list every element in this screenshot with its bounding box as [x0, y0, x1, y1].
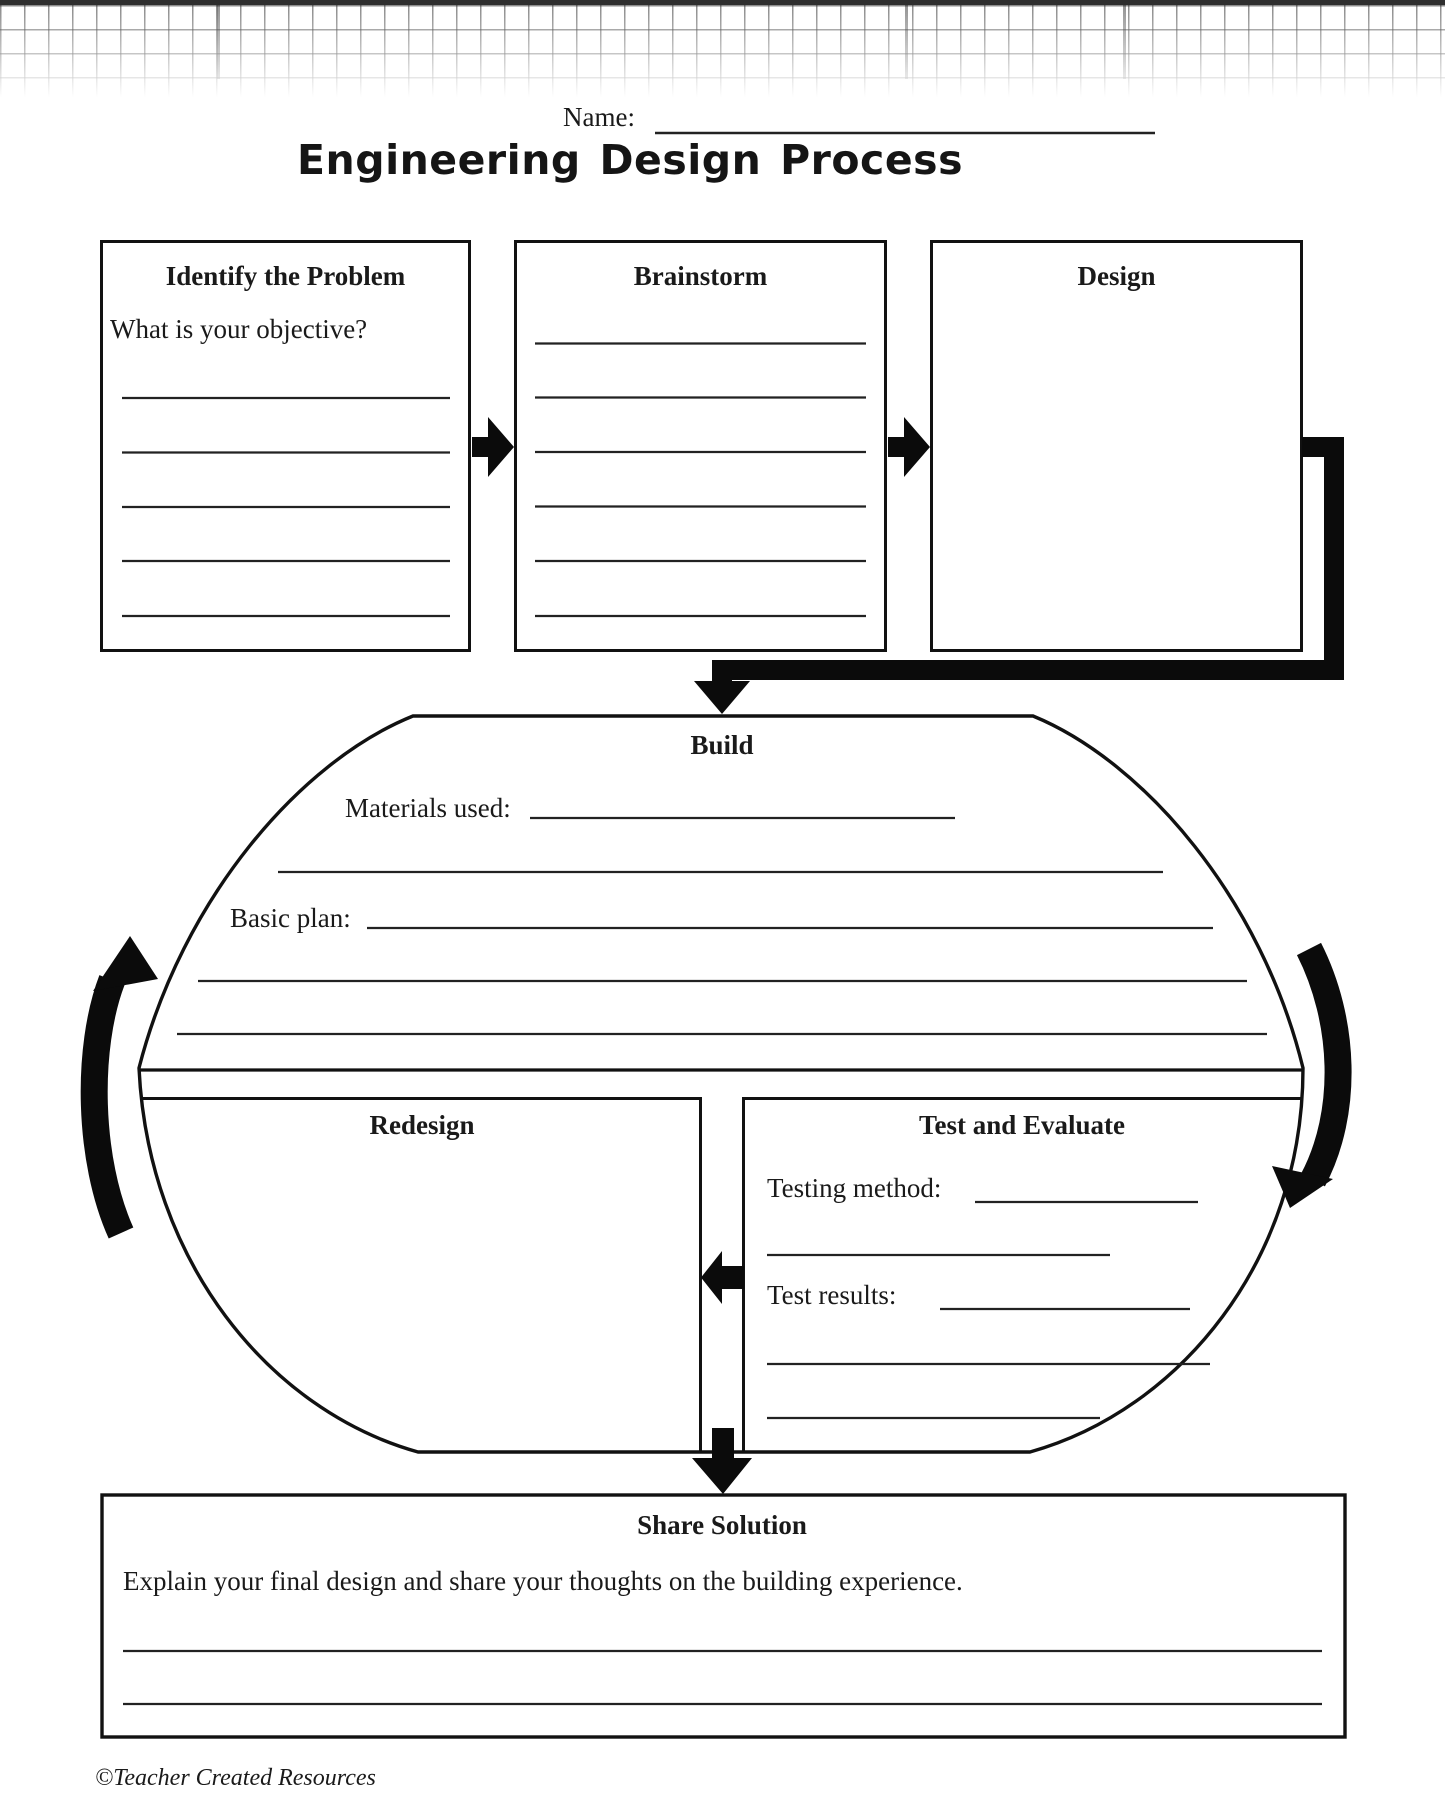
design-box — [930, 240, 1303, 652]
identify-title: Identify the Problem — [165, 261, 406, 291]
share-solution-box — [100, 1493, 1347, 1739]
arrow-left-icon — [701, 1251, 744, 1304]
arrow-right-icon — [888, 417, 930, 477]
page-title: Engineering Design Process — [297, 136, 963, 184]
test-evaluate-write-lines — [767, 1200, 1210, 1420]
test-evaluate-box — [742, 1097, 1301, 1451]
redesign-box — [142, 1097, 702, 1451]
brainstorm-write-lines — [535, 342, 866, 618]
test-evaluate-title: Test and Evaluate — [918, 1110, 1126, 1140]
materials-used-label: Materials used: — [345, 793, 511, 823]
build-cycle-outline — [137, 714, 1305, 1454]
redesign-title: Redesign — [369, 1110, 475, 1140]
cycle-arrow-right-icon — [1296, 942, 1352, 1187]
cycle-arrow-left-head-icon — [93, 936, 158, 991]
arrow-down-icon — [694, 681, 750, 714]
build-title: Build — [690, 730, 754, 760]
build-write-lines — [177, 816, 1267, 1036]
basic-plan-label: Basic plan: — [230, 903, 351, 933]
share-write-lines — [123, 1649, 1322, 1706]
graph-paper-header — [0, 0, 1445, 101]
footer-credit: ©Teacher Created Resources — [95, 1765, 376, 1791]
testing-method-label: Testing method: — [767, 1173, 942, 1203]
brainstorm-title: Brainstorm — [633, 261, 768, 291]
cycle-arrow-left-icon — [80, 975, 134, 1239]
design-title: Design — [1077, 261, 1156, 291]
flow-arrow-design-to-build — [712, 437, 1344, 684]
share-prompt: Explain your final design and share your… — [123, 1566, 963, 1596]
arrow-down-icon — [692, 1428, 752, 1494]
test-results-label: Test results: — [767, 1280, 897, 1310]
arrow-right-icon — [472, 417, 514, 477]
cycle-arrow-right-head-icon — [1272, 1166, 1333, 1208]
share-solution-title: Share Solution — [637, 1510, 807, 1540]
objective-prompt: What is your objective? — [110, 314, 368, 344]
identify-box — [100, 240, 471, 652]
brainstorm-box — [514, 240, 887, 652]
name-label: Name: — [563, 102, 635, 132]
identify-write-lines — [122, 396, 450, 618]
